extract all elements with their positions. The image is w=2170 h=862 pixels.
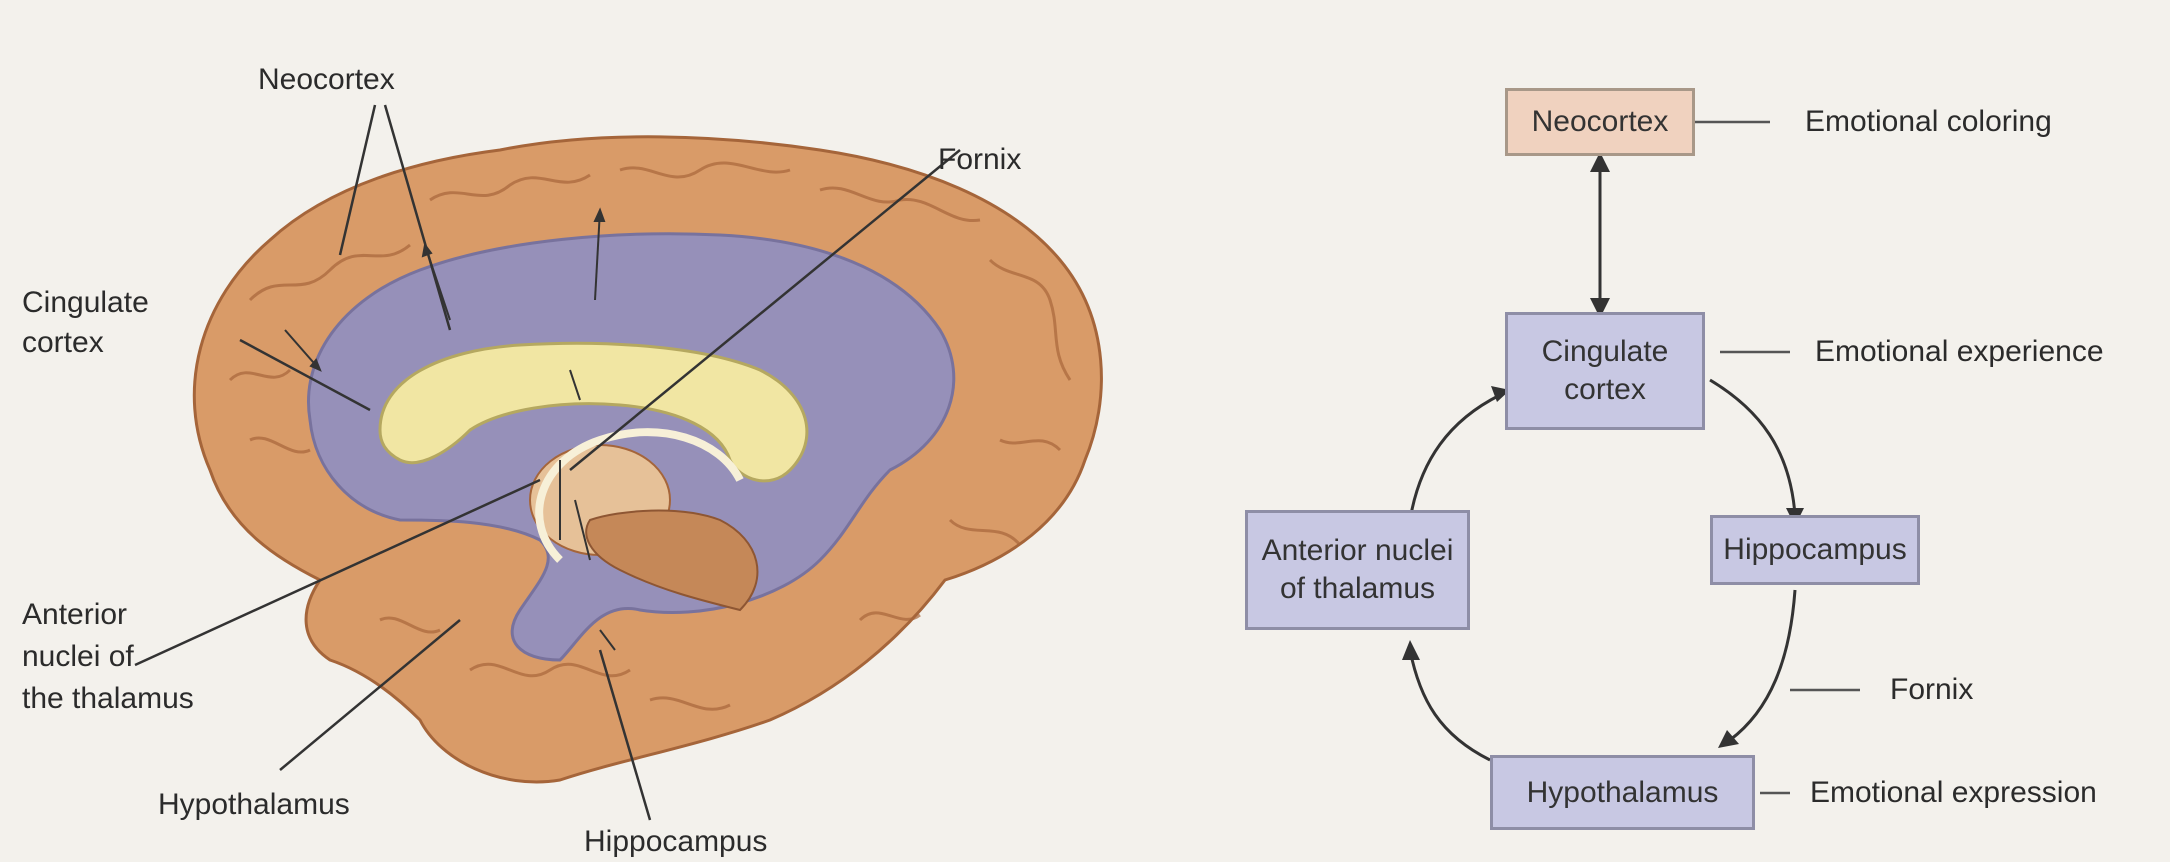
node-anterior-nuclei: Anterior nuclei of thalamus [1245, 510, 1470, 630]
node-hippocampus: Hippocampus [1710, 515, 1920, 585]
annotation-emotional-expression: Emotional expression [1810, 773, 2097, 813]
label-hypothalamus: Hypothalamus [158, 785, 350, 825]
flow-connectors [1410, 165, 1795, 760]
node-hypothalamus-label: Hypothalamus [1527, 774, 1719, 812]
hippocampus-to-hypothalamus [1730, 590, 1795, 740]
node-cingulate-cortex: Cingulate cortex [1505, 312, 1705, 430]
label-hippocampus: Hippocampus [584, 822, 767, 862]
node-hypothalamus: Hypothalamus [1490, 755, 1755, 830]
node-neocortex-label: Neocortex [1532, 103, 1669, 141]
annotation-emotional-coloring: Emotional coloring [1805, 102, 2052, 142]
node-hippocampus-label: Hippocampus [1723, 531, 1906, 569]
label-neocortex: Neocortex [258, 60, 395, 100]
flow-arrowheads [1402, 152, 1804, 748]
node-neocortex: Neocortex [1505, 88, 1695, 156]
node-anterior-label: Anterior nuclei of thalamus [1262, 532, 1454, 608]
label-cingulate-cortex: Cingulate cortex [22, 283, 149, 363]
annotation-fornix: Fornix [1890, 670, 1973, 710]
hypothalamus-to-anterior [1410, 650, 1490, 760]
node-cingulate-label: Cingulate cortex [1542, 333, 1669, 409]
label-fornix: Fornix [938, 140, 1021, 180]
cingulate-to-hippocampus [1710, 380, 1795, 515]
label-anterior-nuclei: Anterior nuclei of the thalamus [22, 594, 194, 720]
annotation-emotional-experience: Emotional experience [1815, 332, 2104, 372]
annotation-dashes [1695, 122, 1860, 793]
anterior-to-cingulate [1410, 395, 1500, 520]
